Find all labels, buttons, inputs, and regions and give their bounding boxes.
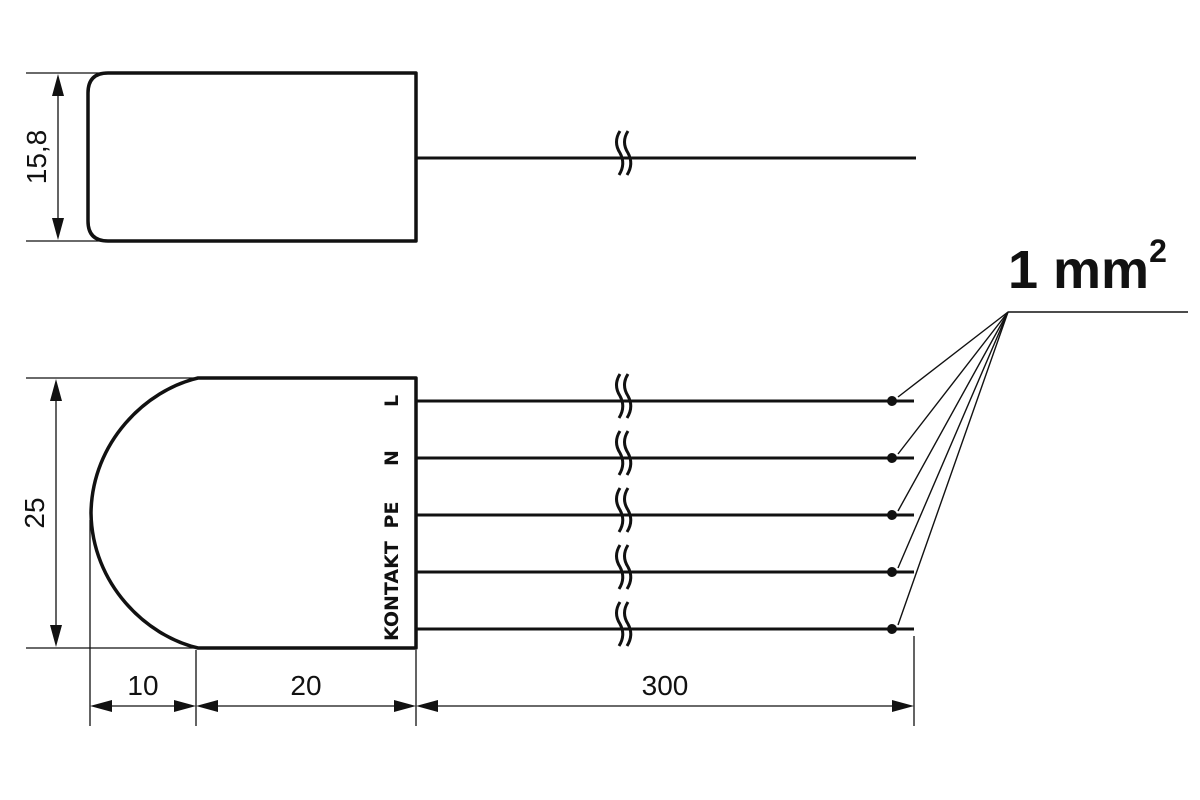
top-view-dimension-arrow-up [52, 74, 64, 96]
width-dimension-1-arrow-right [174, 700, 196, 712]
wire-label-n: N [381, 450, 403, 466]
front-view-cable-break-symbols [615, 373, 633, 647]
width-label-20: 20 [290, 670, 321, 701]
front-view-wire-end-dots [887, 396, 897, 634]
top-view-body-outline [86, 71, 418, 243]
front-view-wires [416, 399, 914, 631]
wire-label-pe: PE [381, 502, 403, 529]
width-dimension-2-arrow-left [196, 700, 218, 712]
width-label-10: 10 [127, 670, 158, 701]
front-view-body-outline [89, 376, 418, 650]
cross-section-superscript: 2 [1149, 233, 1167, 269]
width-label-300: 300 [642, 670, 689, 701]
front-view-wire-labels: L N PE KONTAKT [381, 395, 403, 641]
wire-label-kontakt: KONTAKT [381, 541, 403, 641]
front-view-dimension-arrow-up [50, 379, 62, 401]
cross-section-value: 1 mm [1008, 240, 1149, 300]
front-view-dimension-arrow-down [50, 625, 62, 647]
callout-leader-lines [897, 311, 1009, 626]
width-dimension-3-arrow-right [892, 700, 914, 712]
cross-section-label: 1 mm2 [1008, 233, 1167, 300]
front-view-height-label: 25 [19, 497, 50, 528]
top-view-height-label: 15,8 [21, 130, 52, 185]
width-dimension-2-arrow-right [394, 700, 416, 712]
width-dimension-3-arrow-left [416, 700, 438, 712]
top-view: 15,8 [21, 71, 916, 243]
front-view: L N PE KONTAKT 25 10 20 300 [19, 373, 915, 726]
top-view-dimension-arrow-down [52, 218, 64, 240]
width-dimension-1-arrow-left [90, 700, 112, 712]
cross-section-callout: 1 mm2 [897, 233, 1188, 626]
wire-label-l: L [381, 395, 403, 407]
top-view-cable-break-symbol [615, 130, 633, 176]
